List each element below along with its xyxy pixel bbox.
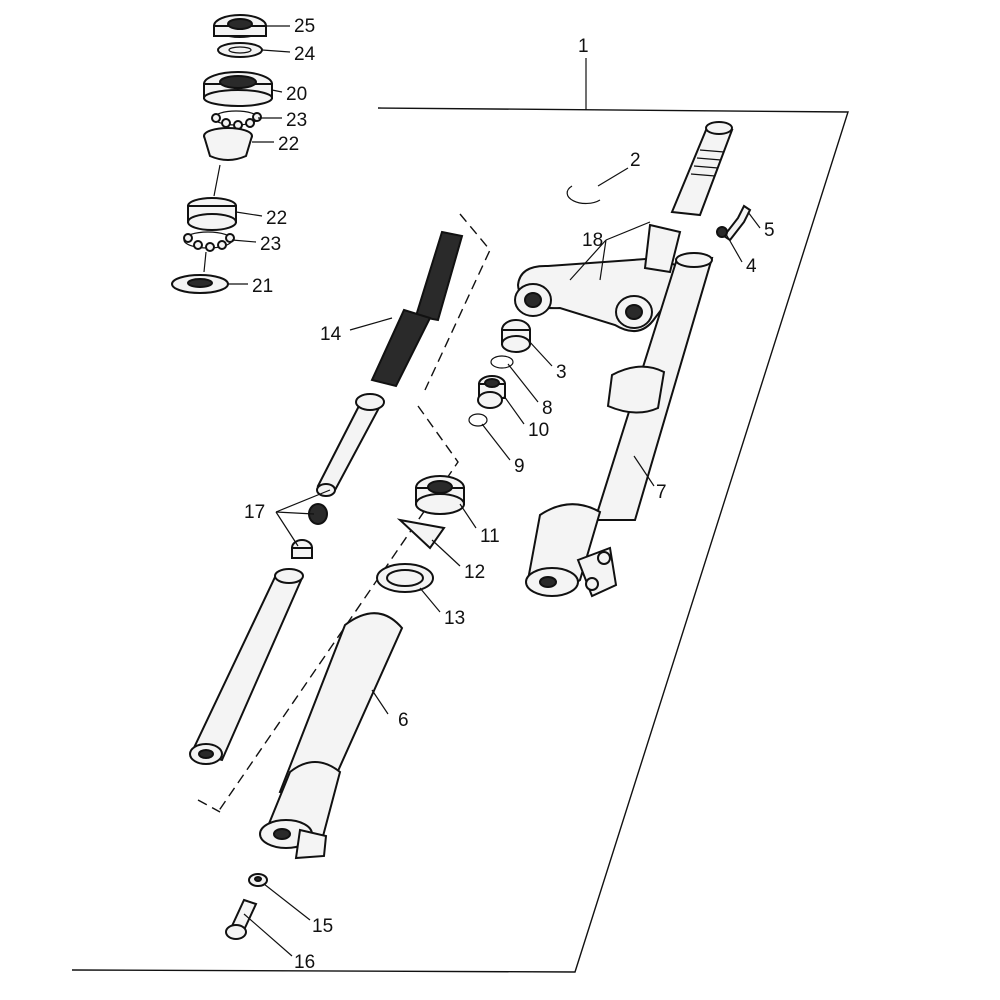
damper-small-parts [468,319,531,427]
callout-8: 8 [542,398,553,419]
callout-1: 1 [578,36,589,57]
damper-rod [316,398,382,494]
callout-9: 9 [514,456,525,477]
callout-15: 15 [312,916,333,937]
callout-13: 13 [444,608,465,629]
part-9-o-ring [468,413,488,427]
callout-23-upper: 23 [286,110,307,131]
callout-10: 10 [528,420,549,441]
callout-25: 25 [294,16,315,37]
seal-parts [376,475,465,593]
left-fork-internals [189,213,491,813]
callout-21: 21 [252,276,273,297]
left-fork-slider [259,612,404,860]
part-23-ball-ring-lower [183,231,235,252]
part-4-washer [716,226,728,238]
part-6-fork-tube-left [278,612,404,802]
steering-stem [670,129,734,217]
callout-20: 20 [286,84,307,105]
leader-lines [228,25,761,957]
part-14-fork-spring [370,230,464,388]
part-2-circlip [566,185,601,205]
callout-labels: 1 2 18 5 4 3 8 10 9 7 11 12 13 6 14 17 1… [244,16,775,973]
assembly-frame [71,107,849,973]
part-5-bolt [722,204,752,242]
callout-12: 12 [464,562,485,583]
callout-7: 7 [656,482,667,503]
inner-tube-left [190,573,304,762]
callout-6: 6 [398,710,409,731]
part-23-ball-ring-upper [211,110,262,130]
callout-11: 11 [480,526,500,547]
right-fork-assembly [514,121,752,598]
callout-2: 2 [630,150,641,171]
part-17-damper-pieces [291,503,328,559]
part-24-washer [217,42,263,58]
callout-23-lower: 23 [260,234,281,255]
callout-18: 18 [582,230,603,251]
part-12-clip [396,518,446,550]
callout-22-lower: 22 [266,208,287,229]
callout-22-upper: 22 [278,134,299,155]
callout-5: 5 [764,220,775,241]
part-8-ring [490,355,514,369]
callout-14: 14 [320,324,342,345]
callout-3: 3 [556,362,567,383]
bearing-stack [171,14,273,294]
callout-24: 24 [294,44,316,65]
drain-bolt-parts [225,873,268,940]
callout-17: 17 [244,502,265,523]
callout-16: 16 [294,952,315,973]
callout-4: 4 [746,256,757,277]
